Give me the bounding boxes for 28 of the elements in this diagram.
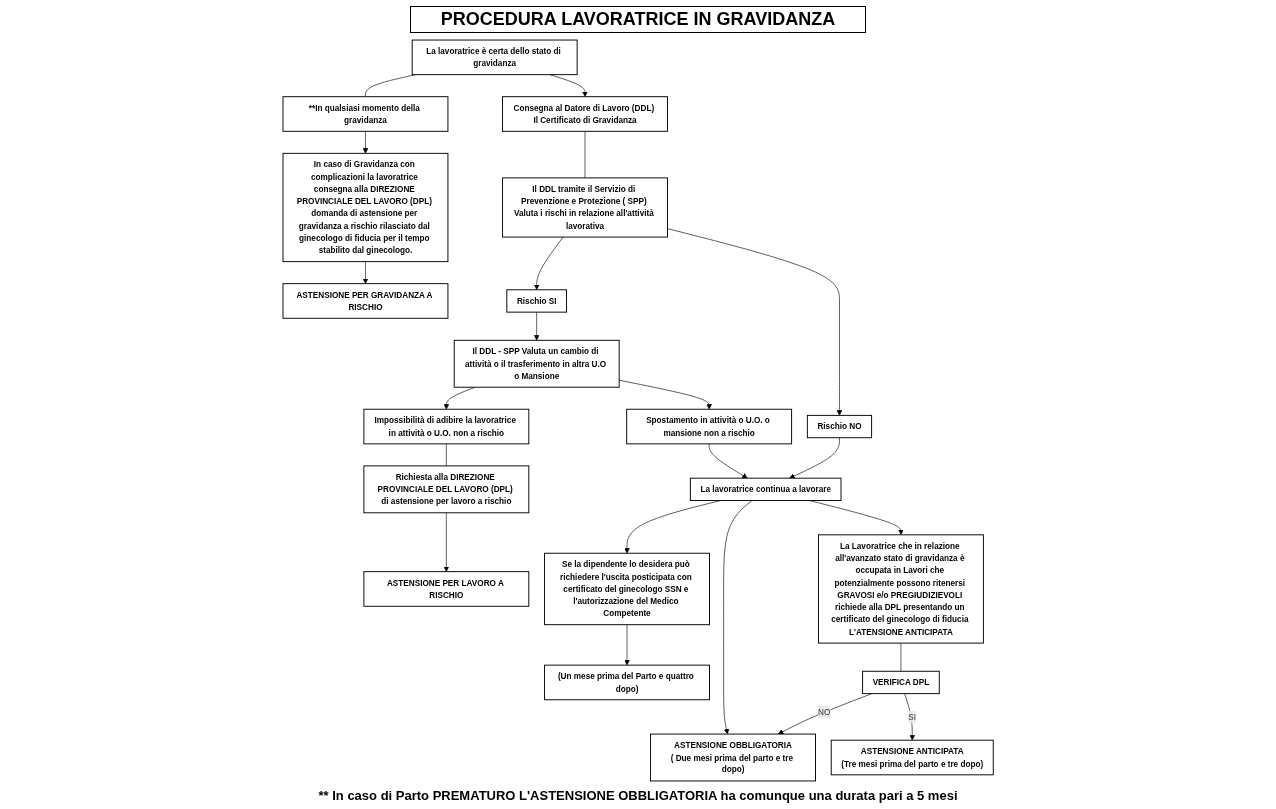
node-box: In caso di Gravidanza con complicazioni la lavoratrice consegna alla DIREZIONE PROVINCIALE DEL LAVORO (DPL) domanda di astensione per gravidanza a rischio rilasciato dal ginecologo di fiducia per il tempo stabilito dal ginecologo. xyxy=(282,152,449,263)
node-box: La lavoratrice continua a lavorare xyxy=(689,477,842,501)
node-box: ASTENSIONE PER GRAVIDANZA A RISCHIO xyxy=(282,283,449,319)
node-box: Richiesta alla DIREZIONE PROVINCIALE DEL LAVORO (DPL) di astensione per lavoro a rischio xyxy=(363,465,530,514)
connector xyxy=(445,443,447,467)
node-box: ASTENSIONE OBBLIGATORIA ( Due mesi prima del parto e tre dopo) xyxy=(649,733,816,782)
node-box: Spostamento in attività o U.O. o mansione non a rischio xyxy=(626,408,792,445)
node-box: Rischio SI xyxy=(506,289,567,313)
node-box: **In qualsiasi momento della gravidanza xyxy=(282,96,449,132)
node-box: La Lavoratrice che in relazione all'avanzato stato di gravidanza è occupata in Lavori che potenzialmente possono ritenersi GRAVOSI e/o PREGIUDIZIEVOLI richiede alla DPL presentando un certificato del ginecologo di fiducia L'ATENSIONE ANTICIPATA xyxy=(817,534,984,644)
diagram-title: PROCEDURA LAVORATRICE IN GRAVIDANZA xyxy=(409,6,867,33)
node-box: Impossibilità di adibire la lavoratrice in attività o U.O. non a rischio xyxy=(363,408,530,445)
edge-label: NO xyxy=(817,707,831,717)
node-box: Se la dipendente lo desidera può richiedere l'uscita posticipata con certificato del ginecologo SSN e l'autorizzazione del Medico Competente xyxy=(543,552,710,626)
node-box: Il DDL - SPP Valuta un cambio di attività o il trasferimento in altra U.O o Mansione xyxy=(453,339,620,388)
node-box: ASTENSIONE ANTICIPATA (Tre mesi prima del parto e tre dopo) xyxy=(830,739,994,776)
edge-label: SI xyxy=(908,712,916,722)
node-box: La lavoratrice è certa dello stato di gravidanza xyxy=(411,39,578,76)
node-box: ASTENSIONE PER LAVORO A RISCHIO xyxy=(363,571,530,607)
node-box: VERIFICA DPL xyxy=(862,670,940,695)
node-box: (Un mese prima del Parto e quattro dopo) xyxy=(543,664,710,701)
footnote: ** In caso di Parto PREMATURO L'ASTENSIONE OBBLIGATORIA ha comunque una durata pari a 5 mesi xyxy=(318,788,958,803)
connector xyxy=(365,74,416,97)
connector xyxy=(584,131,586,179)
node-box: Il DDL tramite il Servizio di Prevenzione e Protezione ( SPP) Valuta i rischi in relazione all'attività lavorativa xyxy=(501,177,668,238)
node-box: Rischio NO xyxy=(806,414,872,439)
node-box: Consegna al Datore di Lavoro (DDL) Il Certificato di Gravidanza xyxy=(501,96,668,132)
connector xyxy=(900,642,902,672)
